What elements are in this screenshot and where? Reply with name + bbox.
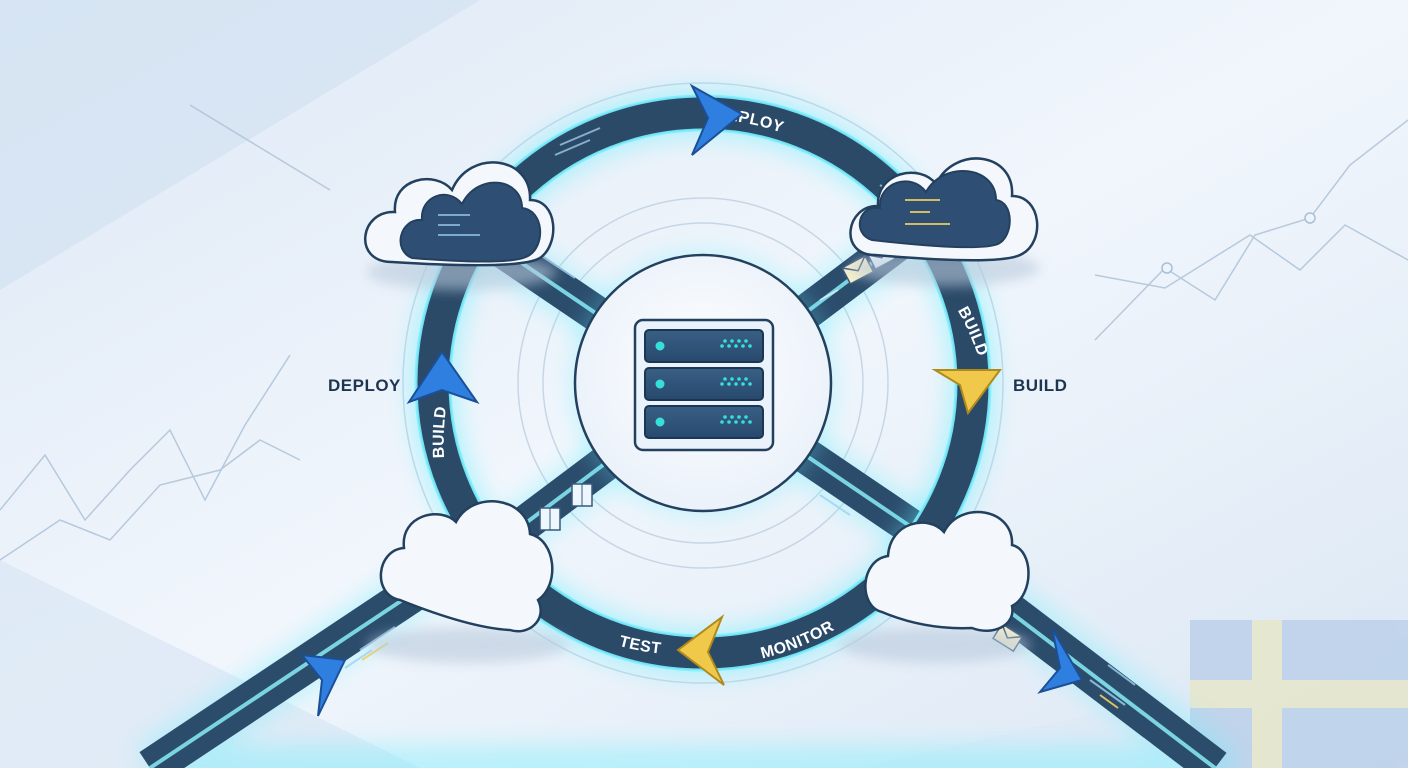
concentric-rings	[402, 82, 1004, 684]
box-icon	[539, 507, 561, 531]
center-hub	[571, 251, 835, 515]
cloud-bottom-right	[840, 510, 1030, 663]
box-icon	[571, 483, 593, 507]
cloud-top-left	[364, 161, 557, 290]
bg-panel	[0, 0, 480, 290]
cloud-icon	[864, 510, 1030, 633]
ring-label-build-left: BUILD	[431, 405, 450, 458]
arrow-blue-lower-right	[1037, 627, 1084, 694]
arrow-blue-left	[406, 350, 480, 404]
server-rack-icon	[633, 318, 775, 452]
bg-graph-dots	[1161, 212, 1316, 274]
outer-label-deploy: DEPLOY	[328, 376, 401, 395]
bg-line-graph	[0, 104, 1408, 561]
cloud-top-right	[849, 157, 1040, 286]
corner-flag-decoration	[1190, 620, 1408, 768]
bg-panel	[0, 560, 420, 768]
arrow-blue-lower-left	[299, 653, 347, 717]
arrow-blue-top	[689, 83, 744, 156]
arrow-yellow-right	[931, 369, 1002, 416]
flow-arrows	[299, 83, 1084, 717]
cloud-icon	[379, 500, 554, 633]
outer-label-build: BUILD	[1013, 376, 1067, 395]
arrow-yellow-bottom	[676, 614, 725, 686]
cloud-bottom-left	[368, 500, 568, 663]
